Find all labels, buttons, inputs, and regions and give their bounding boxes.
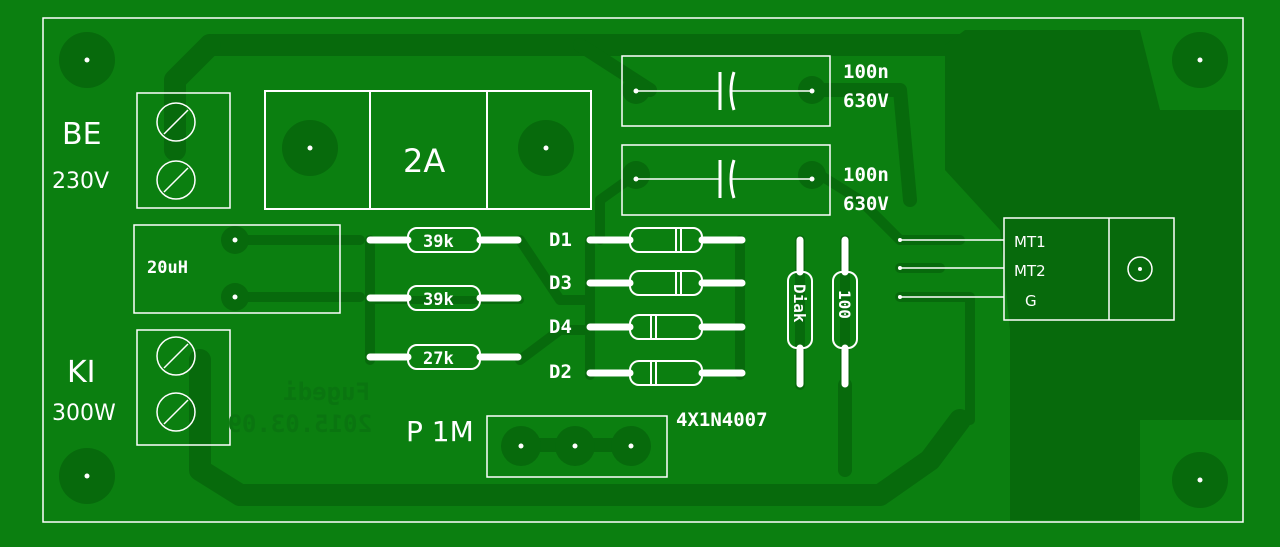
diac (787, 236, 813, 388)
drill-pad-icon (633, 88, 639, 94)
bottom-copper-text: Fugedi 2015.03.09 (228, 378, 373, 438)
output-terminal (136, 329, 231, 446)
input-label: BE (62, 117, 102, 152)
drill-pad-icon (809, 176, 815, 182)
diode-label-d3: D3 (549, 272, 572, 294)
resistor-row-2 (366, 285, 522, 311)
resistor-row-3 (366, 344, 522, 370)
potentiometer-label: P 1M (406, 415, 474, 448)
inductor-label: 20uH (147, 258, 188, 278)
input-terminal (136, 92, 231, 209)
inductor-outline (133, 224, 341, 314)
triac-pin-mt2: MT2 (1014, 262, 1046, 280)
output-rating: 300W (52, 401, 116, 426)
resistor-label-1: 39k (423, 232, 454, 252)
capacitor-1-voltage: 630V (843, 90, 889, 112)
screw-terminal-icon (156, 102, 196, 200)
diode-d3 (586, 270, 746, 296)
potentiometer-outline (486, 415, 668, 478)
diode-d1 (586, 227, 746, 253)
resistor-label-3: 27k (423, 349, 454, 369)
resistor-100 (832, 236, 858, 388)
diac-label: Diak (790, 284, 809, 323)
drill-pad-icon (628, 443, 634, 449)
diode-label-d1: D1 (549, 229, 572, 251)
drill-pad-icon (307, 145, 313, 151)
capacitor-1 (621, 55, 831, 127)
drill-pad-icon (543, 145, 549, 151)
fuse-holder (264, 90, 592, 210)
drill-pad-icon (232, 294, 238, 300)
drill-pad-icon (809, 88, 815, 94)
diode-d2 (586, 360, 746, 386)
output-label: KI (67, 355, 96, 390)
capacitor-2-value: 100n (843, 164, 889, 186)
mounting-hole-icon (84, 57, 1203, 483)
fuse-label: 2A (403, 142, 445, 180)
input-rating: 230V (52, 169, 109, 194)
triac-pin-g: G (1025, 292, 1037, 310)
diode-label-d2: D2 (549, 361, 572, 383)
capacitor-2 (621, 144, 831, 216)
triac (900, 217, 1175, 321)
bottom-text-author: Fugedi (283, 378, 370, 406)
diode-label-d4: D4 (549, 316, 572, 338)
diode-part-note: 4X1N4007 (676, 409, 768, 431)
capacitor-2-voltage: 630V (843, 193, 889, 215)
resistor-row-1 (366, 227, 522, 253)
capacitor-1-value: 100n (843, 61, 889, 83)
board-outline (42, 17, 1244, 523)
drill-pad-icon (633, 176, 639, 182)
diode-d4 (586, 314, 746, 340)
triac-pin-mt1: MT1 (1014, 233, 1046, 251)
drill-pad-icon (368, 238, 902, 386)
drill-pad-icon (572, 443, 578, 449)
resistor-label-2: 39k (423, 290, 454, 310)
resistor-100-label: 100 (835, 290, 854, 319)
drill-pad-icon (1138, 267, 1142, 271)
drill-pad-icon (518, 443, 524, 449)
screw-terminal-icon (156, 336, 196, 432)
bottom-text-date: 2015.03.09 (228, 410, 373, 438)
drill-pad-icon (232, 237, 238, 243)
